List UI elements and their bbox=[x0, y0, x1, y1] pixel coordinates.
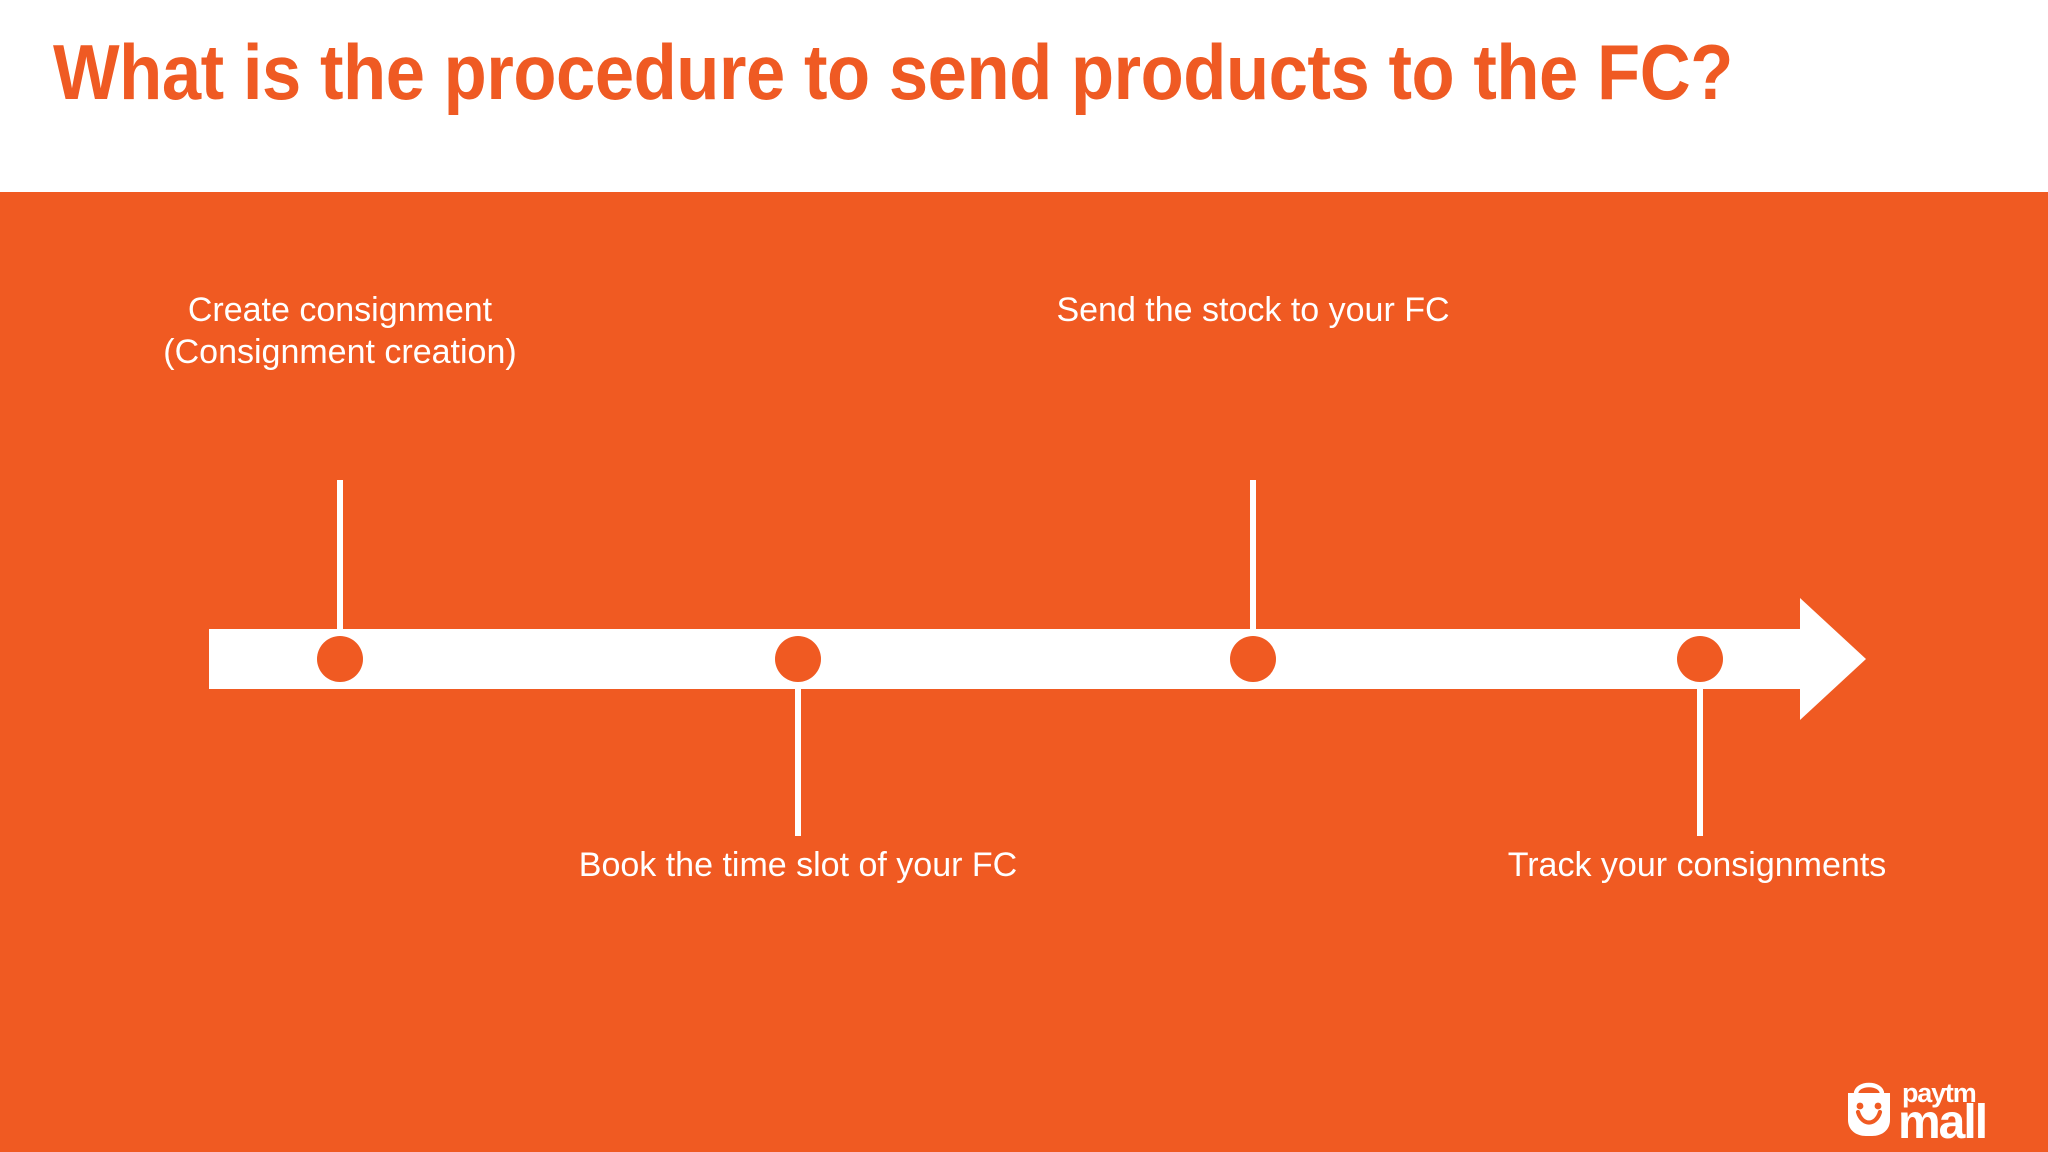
timeline-label-step-4: Track your consignments bbox=[1507, 846, 1887, 884]
timeline-label-step-1: Create consignment (Consignment creation… bbox=[163, 291, 517, 371]
timeline-marker-step-4[interactable] bbox=[1677, 636, 1723, 682]
slide-body: Create consignment (Consignment creation… bbox=[0, 192, 2048, 1152]
timeline-label-step-2: Book the time slot of your FC bbox=[578, 846, 1018, 884]
timeline-connector-step-2 bbox=[795, 688, 801, 836]
timeline-connector-step-4 bbox=[1697, 688, 1703, 836]
timeline-arrow-shaft bbox=[209, 629, 1808, 689]
timeline-marker-step-1[interactable] bbox=[317, 636, 363, 682]
paytm-mall-logo-svg: paytm mall bbox=[1848, 1078, 1988, 1144]
slide-header: What is the procedure to send products t… bbox=[0, 0, 2048, 192]
timeline-label-step-3: Send the stock to your FC bbox=[1056, 291, 1450, 329]
page-title: What is the procedure to send products t… bbox=[53, 28, 1733, 116]
timeline-diagram: Create consignment (Consignment creation… bbox=[0, 192, 2048, 1152]
shopping-bag-smile-icon bbox=[1848, 1082, 1890, 1136]
logo-brand-top: paytm bbox=[1902, 1078, 1976, 1108]
logo-brand-bottom: mall bbox=[1898, 1096, 1986, 1144]
timeline-connector-step-1 bbox=[337, 480, 343, 630]
paytm-mall-logo: paytm mall bbox=[1846, 1072, 2026, 1144]
timeline-marker-step-2[interactable] bbox=[775, 636, 821, 682]
timeline-marker-step-3[interactable] bbox=[1230, 636, 1276, 682]
timeline-connector-step-3 bbox=[1250, 480, 1256, 630]
timeline-arrow-head-icon bbox=[1800, 598, 1866, 720]
